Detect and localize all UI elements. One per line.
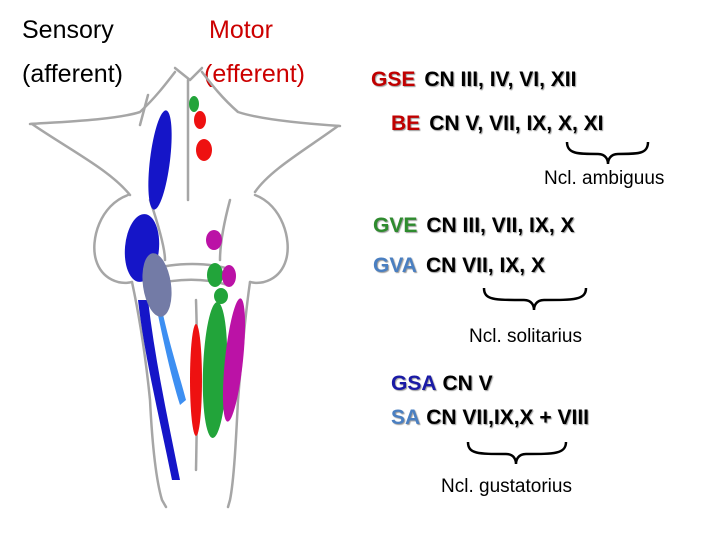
label-ncl-solitarius: Ncl. solitarius — [469, 326, 582, 347]
label-ncl-gustatorius: Ncl. gustatorius — [441, 476, 572, 497]
efferent-header: (efferent) — [204, 60, 305, 88]
nucleus-dorsal-vagal — [222, 298, 246, 422]
be-nerves: CN V, VII, IX, X, XI — [429, 112, 604, 135]
sensory-header: Sensory — [22, 16, 114, 44]
nucleus-vestibular — [156, 300, 186, 405]
nucleus-hypoglossal — [202, 302, 228, 438]
gve-tag: GVE — [373, 214, 418, 237]
nucleus-trigeminal-motor — [196, 139, 212, 161]
be-tag: BE — [391, 112, 421, 135]
row-gse: GSE CN III, IV, VI, XII — [371, 68, 576, 92]
gse-nerves: CN III, IV, VI, XII — [424, 68, 577, 91]
nucleus-salivatory — [206, 230, 222, 250]
sa-nerves: CN VII,IX,X + VIII — [426, 406, 589, 429]
label-ncl-ambiguus: Ncl. ambiguus — [544, 168, 665, 189]
nucleus-mesencephalic-trigeminal — [148, 110, 172, 210]
brainstem-outline — [28, 66, 342, 509]
nucleus-facial — [207, 263, 223, 287]
gse-tag: GSE — [371, 68, 416, 91]
nucleus-spinal-trigeminal — [138, 300, 180, 480]
afferent-header: (afferent) — [22, 60, 123, 88]
sa-tag: SA — [391, 406, 421, 429]
gva-tag: GVA — [373, 254, 417, 277]
nucleus-abducens — [222, 265, 236, 287]
nucleus-oculomotor — [189, 96, 199, 112]
row-be: BE CN V, VII, IX, X, XI — [391, 112, 603, 136]
gva-nerves: CN VII, IX, X — [425, 254, 545, 277]
row-gva: GVA CN VII, IX, X — [373, 254, 545, 278]
gsa-tag: GSA — [391, 372, 437, 395]
gsa-nerves: CN V — [442, 372, 493, 395]
row-gve: GVE CN III, VII, IX, X — [373, 214, 575, 238]
gve-nerves: CN III, VII, IX, X — [426, 214, 575, 237]
motor-header: Motor — [209, 16, 273, 44]
nucleus-ambiguus — [190, 324, 202, 436]
nucleus-trochlear — [194, 111, 206, 129]
nucleus-hypoglossal-top — [214, 288, 228, 304]
nucleus-cochlear — [142, 253, 172, 317]
